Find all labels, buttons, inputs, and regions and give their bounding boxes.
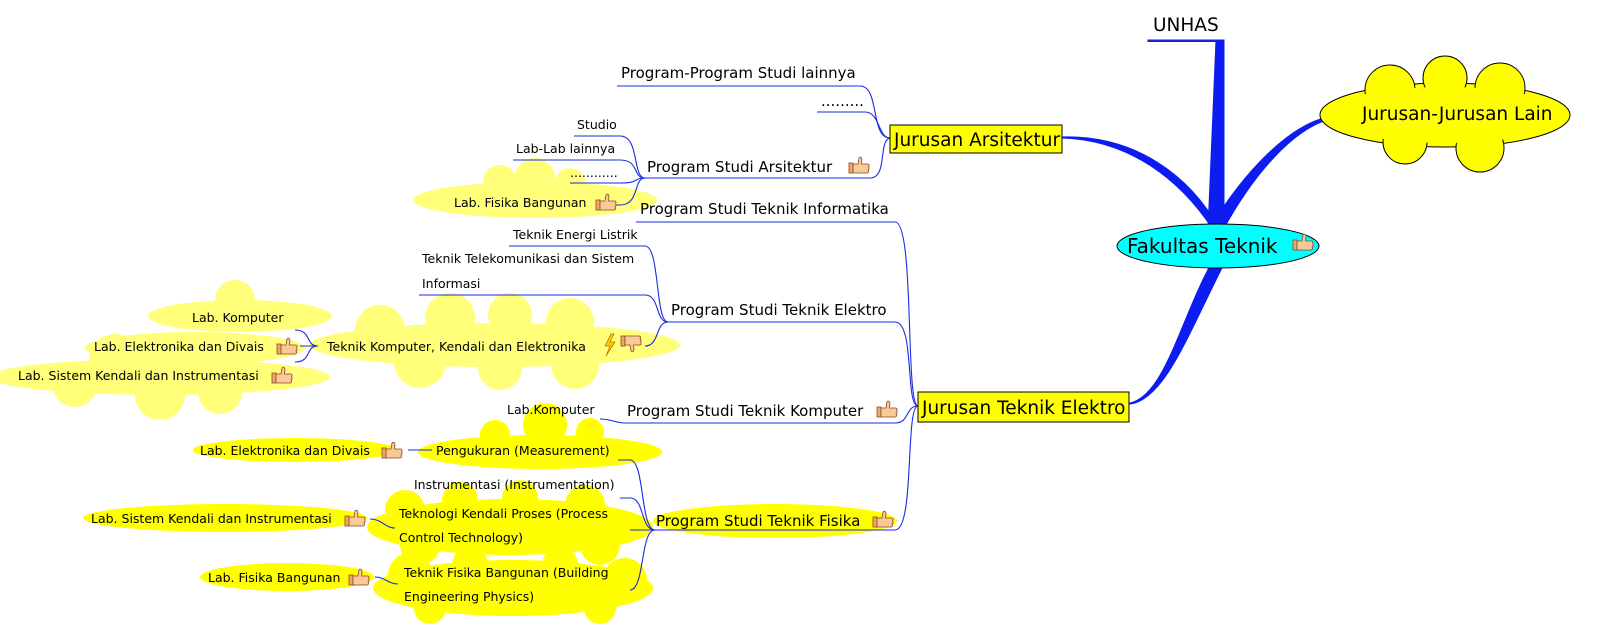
- jurusan-elektro-label: Jurusan Teknik Elektro: [921, 398, 1126, 419]
- clouds: [0, 158, 897, 624]
- jurusan-arsitektur-label: Jurusan Arsitektur: [893, 130, 1060, 151]
- dots-sub-label[interactable]: ............: [570, 165, 618, 180]
- energi-listrik-label[interactable]: Teknik Energi Listrik: [512, 227, 638, 242]
- tfb-label-2[interactable]: Engineering Physics): [404, 589, 534, 604]
- jurusan-lain-cloud: [1319, 55, 1571, 173]
- lab-komputer-label[interactable]: Lab. Komputer: [192, 310, 284, 325]
- lab-elektronika-tf-label[interactable]: Lab. Elektronika dan Divais: [200, 443, 370, 458]
- studio-label[interactable]: Studio: [577, 117, 617, 132]
- main-branches: [1061, 39, 1331, 405]
- prodi-lain-label[interactable]: Program-Program Studi lainnya: [621, 64, 856, 82]
- lightning-icon: [604, 333, 616, 357]
- lab-lain-label[interactable]: Lab-Lab lainnya: [516, 141, 615, 156]
- telekom-label-2[interactable]: Informasi: [422, 276, 480, 291]
- lab-fisika-bangunan-label[interactable]: Lab. Fisika Bangunan: [454, 195, 586, 210]
- root-node[interactable]: Fakultas Teknik: [1116, 223, 1320, 269]
- prodi-fisika-label[interactable]: Program Studi Teknik Fisika: [656, 512, 860, 530]
- telekom-label-1[interactable]: Teknik Telekomunikasi dan Sistem: [421, 251, 634, 266]
- lab-sistem-tf-label[interactable]: Lab. Sistem Kendali dan Instrumentasi: [91, 511, 332, 526]
- dots-label[interactable]: .........: [821, 92, 864, 110]
- tkp-label-1[interactable]: Teknologi Kendali Proses (Process: [398, 506, 608, 521]
- unhas-label[interactable]: UNHAS: [1153, 15, 1219, 36]
- prodi-arsitektur-label[interactable]: Program Studi Arsitektur: [647, 158, 833, 176]
- jurusan-arsitektur-node[interactable]: Jurusan Arsitektur: [889, 124, 1063, 154]
- lab-komputer-tk-label[interactable]: Lab.Komputer: [507, 402, 595, 417]
- lab-fisika-tf-label[interactable]: Lab. Fisika Bangunan: [208, 570, 340, 585]
- jurusan-lain-label[interactable]: Jurusan-Jurusan Lain: [1361, 104, 1553, 125]
- root-label: Fakultas Teknik: [1127, 234, 1278, 258]
- prodi-elektro-label[interactable]: Program Studi Teknik Elektro: [671, 301, 887, 319]
- tkp-label-2[interactable]: Control Technology): [399, 530, 523, 545]
- connectors: [294, 39, 1222, 591]
- lab-elektronika-label[interactable]: Lab. Elektronika dan Divais: [94, 339, 264, 354]
- prodi-komputer-label[interactable]: Program Studi Teknik Komputer: [627, 402, 864, 420]
- tfb-label-1[interactable]: Teknik Fisika Bangunan (Building: [403, 565, 609, 580]
- pengukuran-label[interactable]: Pengukuran (Measurement): [436, 443, 610, 458]
- instrumentasi-label[interactable]: Instrumentasi (Instrumentation): [414, 477, 615, 492]
- jurusan-elektro-node[interactable]: Jurusan Teknik Elektro: [917, 391, 1130, 423]
- thumbs-up-icon: [876, 400, 898, 418]
- lab-sistem-kendali-label[interactable]: Lab. Sistem Kendali dan Instrumentasi: [18, 368, 259, 383]
- thumbs-up-icon: [848, 156, 870, 174]
- prodi-informatika-label[interactable]: Program Studi Teknik Informatika: [640, 200, 889, 218]
- tkke-label[interactable]: Teknik Komputer, Kendali dan Elektronika: [326, 339, 586, 354]
